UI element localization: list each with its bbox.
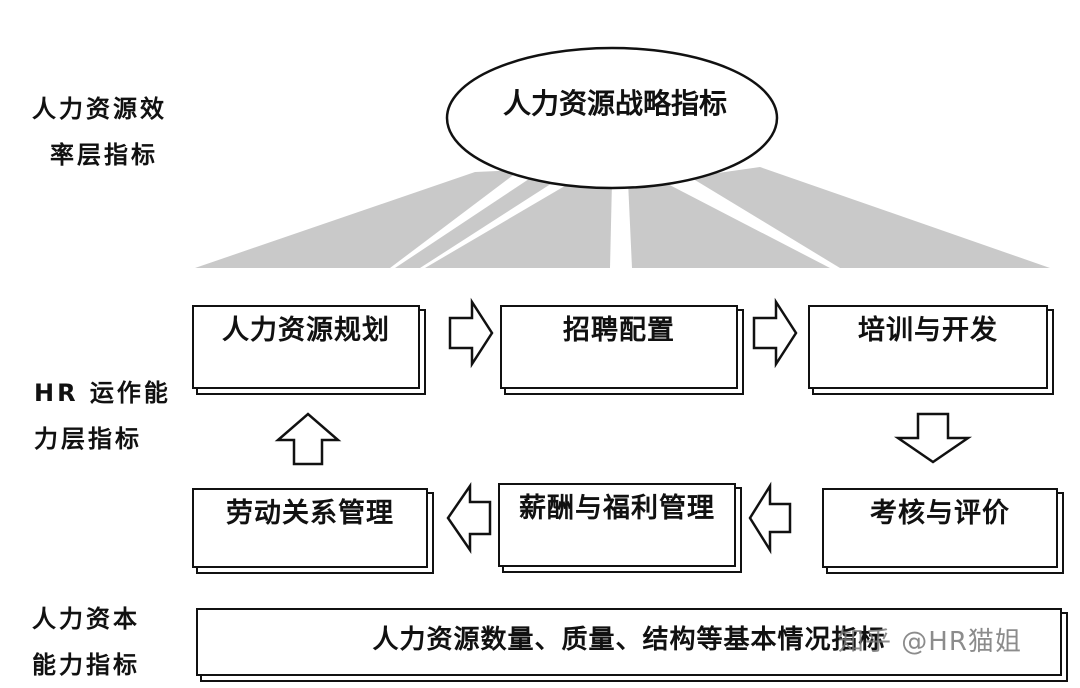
process-label-training: 培训与开发 [858, 315, 998, 346]
efficiency-layer-line-2: 率层指标 [50, 141, 158, 169]
arrow-right-2 [752, 297, 798, 369]
process-box-recruitment: 招聘配置 [500, 305, 738, 389]
operations-layer-line-2: 力层指标 [34, 425, 142, 453]
capital-base-bar: 人力资源数量、质量、结构等基本情况指标 [196, 608, 1062, 676]
process-label-labor-relations: 劳动关系管理 [226, 498, 394, 529]
process-label-recruitment: 招聘配置 [563, 315, 675, 346]
arrow-down [893, 412, 973, 464]
process-box-training: 培训与开发 [808, 305, 1048, 389]
efficiency-layer-label: 人力资源效 率层指标 [32, 86, 182, 178]
process-box-planning: 人力资源规划 [192, 305, 420, 389]
arrow-up [274, 412, 342, 466]
fan-band-2 [395, 175, 560, 268]
fan-band-5 [690, 167, 1050, 268]
capital-layer-line-1: 人力资本 [32, 605, 140, 633]
fan-band-1 [195, 170, 520, 268]
process-label-planning: 人力资源规划 [222, 315, 390, 346]
strategy-ellipse [445, 46, 779, 190]
fan-band-3 [425, 180, 612, 268]
operations-layer-label: HR 运作能 力层指标 [34, 370, 184, 462]
efficiency-layer-line-1: 人力资源效 [32, 95, 167, 123]
operations-layer-line-1: HR 运作能 [34, 379, 171, 407]
process-box-compensation: 薪酬与福利管理 [498, 483, 736, 567]
process-label-appraisal: 考核与评价 [870, 498, 1010, 529]
capital-base-label: 人力资源数量、质量、结构等基本情况指标 [372, 625, 886, 655]
capital-layer-line-2: 能力指标 [32, 651, 140, 679]
arrow-right-1 [448, 297, 494, 369]
fan-band-4 [628, 180, 830, 268]
process-label-compensation: 薪酬与福利管理 [519, 493, 715, 524]
capital-layer-label: 人力资本 能力指标 [32, 596, 182, 688]
process-box-appraisal: 考核与评价 [822, 488, 1058, 568]
process-box-labor-relations: 劳动关系管理 [192, 488, 428, 568]
watermark: 知乎 @HR猫姐 [838, 627, 1022, 657]
strategy-ellipse-label: 人力资源战略指标 [502, 87, 727, 120]
arrow-left-2 [446, 481, 492, 555]
arrow-left-1 [748, 481, 792, 555]
